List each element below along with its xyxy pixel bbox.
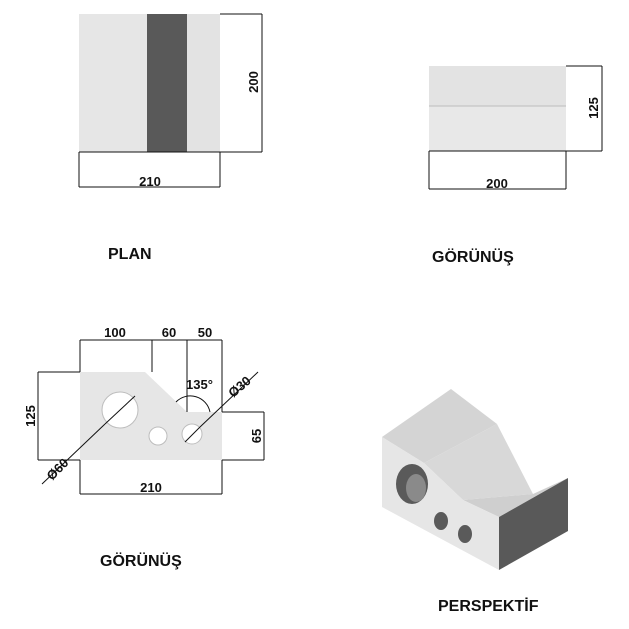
perspective-step-top-face bbox=[463, 478, 568, 517]
front-seg1-label: 100 bbox=[104, 325, 126, 340]
front-small-hole-label: Ø30 bbox=[225, 373, 253, 400]
plan-left-face bbox=[79, 14, 147, 152]
side-upper-face bbox=[429, 66, 566, 106]
plan-title: PLAN bbox=[108, 246, 152, 263]
front-view-title: GÖRÜNÜŞ bbox=[100, 551, 182, 570]
plan-depth-label: 200 bbox=[246, 71, 261, 93]
front-width-label: 210 bbox=[140, 480, 162, 495]
perspective-large-hole-inner bbox=[406, 474, 426, 502]
perspective-slope-face bbox=[424, 424, 533, 500]
front-large-hole-diameter-line bbox=[104, 395, 136, 425]
front-small-hole-left bbox=[148, 426, 168, 446]
front-view: 100 60 50 125 65 210 135° Ø30 Ø60 GÖRÜNÜ… bbox=[23, 325, 265, 570]
front-step-label: 65 bbox=[249, 429, 264, 443]
front-angle-label: 135° bbox=[186, 377, 213, 392]
front-small-hole-right bbox=[181, 423, 203, 445]
side-lower-face bbox=[429, 106, 566, 151]
perspective-title: PERSPEKTİF bbox=[438, 597, 539, 615]
perspective-top-face bbox=[382, 389, 497, 463]
side-view-title: GÖRÜNÜŞ bbox=[432, 247, 514, 266]
side-view: 200 125 GÖRÜNÜŞ bbox=[428, 65, 603, 266]
side-height-label: 125 bbox=[586, 97, 601, 119]
perspective-small-hole-right bbox=[458, 525, 472, 543]
front-small-hole-leader bbox=[199, 371, 259, 428]
front-seg2-label: 60 bbox=[162, 325, 176, 340]
plan-slope-strip bbox=[147, 14, 187, 152]
plan-right-face bbox=[187, 14, 220, 152]
front-angle-arc bbox=[175, 395, 211, 413]
perspective-view: PERSPEKTİF bbox=[382, 389, 568, 615]
plan-view: 210 200 PLAN bbox=[78, 13, 263, 263]
perspective-right-face bbox=[499, 478, 568, 570]
front-seg3-label: 50 bbox=[198, 325, 212, 340]
perspective-small-hole-left bbox=[434, 512, 448, 530]
side-width-label: 200 bbox=[486, 176, 508, 191]
front-height-label: 125 bbox=[23, 405, 38, 427]
front-small-hole-diameter-line bbox=[184, 426, 201, 443]
front-large-hole-leader bbox=[41, 423, 106, 485]
plan-width-label: 210 bbox=[139, 174, 161, 189]
